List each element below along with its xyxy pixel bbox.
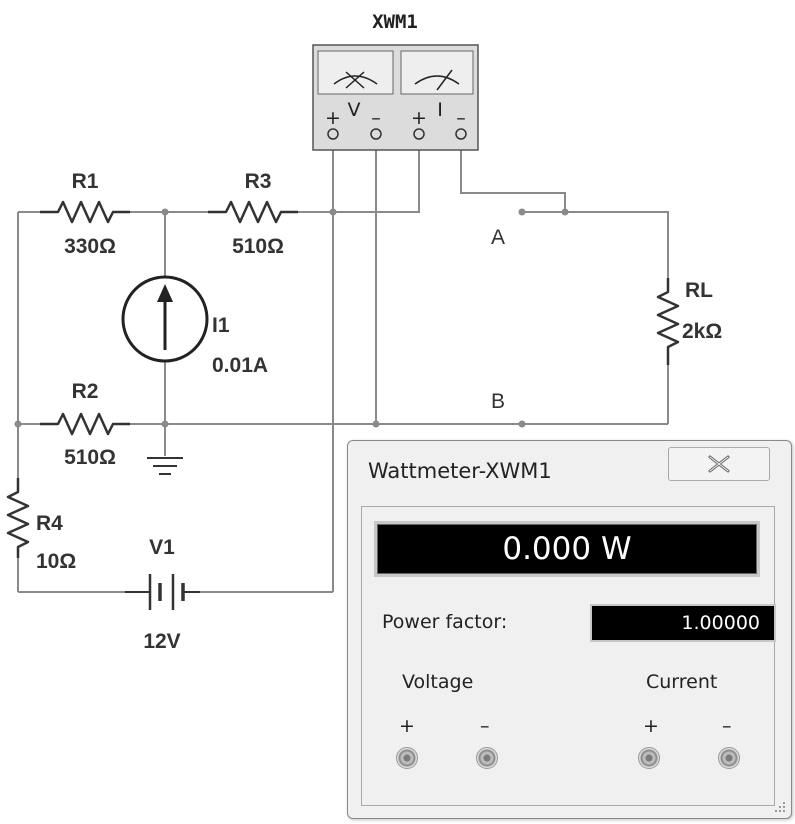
i1-name: I1: [212, 314, 230, 337]
r2-name: R2: [72, 380, 99, 403]
power-factor-display: 1.00000: [590, 604, 776, 642]
voltage-minus-sign: –: [480, 715, 490, 737]
voltage-group-label: Voltage: [402, 671, 474, 693]
close-button[interactable]: [668, 447, 770, 481]
dialog-title: Wattmeter-XWM1: [368, 459, 552, 483]
current-minus-terminal[interactable]: [718, 747, 740, 769]
rl-name: RL: [685, 279, 713, 302]
r3-resistor: [208, 200, 298, 224]
current-plus-sign: +: [643, 715, 659, 737]
current-group-label: Current: [646, 671, 718, 693]
r2-value: 510Ω: [64, 446, 116, 469]
voltage-plus-sign: +: [399, 715, 415, 737]
wattmeter-xwm1[interactable]: [312, 44, 479, 151]
rl-value: 2kΩ: [682, 320, 722, 343]
svg-text:+: +: [411, 107, 427, 129]
close-x-icon: [708, 455, 730, 473]
r3-name: R3: [245, 170, 272, 193]
r4-value: 10Ω: [36, 550, 76, 573]
rl-resistor: [656, 278, 680, 365]
meter-ref-label: XWM1: [372, 11, 418, 33]
r1-resistor: [40, 200, 130, 224]
node-b-label: B: [491, 390, 505, 413]
voltage-minus-terminal[interactable]: [476, 747, 498, 769]
r3-value: 510Ω: [232, 235, 284, 258]
current-plus-terminal[interactable]: [638, 747, 660, 769]
power-factor-label: Power factor:: [382, 611, 508, 633]
svg-text:–: –: [371, 107, 381, 129]
current-minus-sign: –: [722, 715, 732, 737]
i1-current-source: [121, 275, 209, 363]
power-reading-display: 0.000 W: [374, 521, 760, 577]
r4-name: R4: [36, 512, 63, 535]
svg-text:I: I: [437, 99, 443, 121]
i1-value: 0.01A: [212, 354, 268, 377]
voltage-plus-terminal[interactable]: [396, 747, 418, 769]
r1-name: R1: [72, 170, 99, 193]
ground-symbol: [147, 457, 183, 475]
v1-battery: [125, 574, 200, 610]
node-a-label: A: [491, 226, 505, 249]
svg-text:V: V: [348, 99, 361, 121]
v1-name: V1: [149, 536, 175, 559]
svg-text:–: –: [456, 107, 466, 129]
wattmeter-dialog: Wattmeter-XWM1 0.000 W Power factor: 1.0…: [347, 440, 792, 819]
v1-value: 12V: [143, 630, 180, 653]
r1-value: 330Ω: [64, 235, 116, 258]
resize-grip-icon[interactable]: [771, 798, 787, 814]
svg-text:+: +: [325, 107, 341, 129]
r2-resistor: [40, 412, 130, 436]
meter-panel: 0.000 W Power factor: 1.00000 Voltage Cu…: [361, 506, 776, 806]
r4-resistor: [6, 478, 30, 558]
